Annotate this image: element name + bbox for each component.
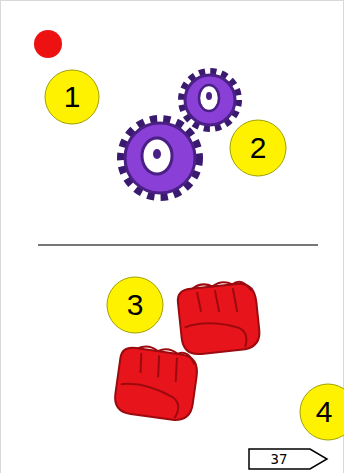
germ-spikes: [182, 72, 238, 128]
fist-creases: [138, 353, 179, 382]
germ-pupil: [206, 92, 212, 100]
callout-circle: 1: [44, 69, 100, 125]
circle-shape: [230, 120, 286, 176]
circle-shape: [45, 70, 99, 124]
fist-knuckles: [192, 279, 251, 296]
germ-body: [125, 123, 195, 193]
fist-thumb: [184, 319, 247, 353]
germ-small: [182, 72, 238, 128]
callout-circle: 2: [229, 119, 287, 177]
fist: [176, 279, 261, 356]
fist-body: [177, 282, 261, 356]
callout-number: 3: [127, 290, 144, 320]
callout-number: 2: [250, 133, 267, 163]
page-tag: 37: [248, 448, 328, 470]
callout-number: 4: [316, 397, 333, 427]
tag-shape: [249, 449, 327, 469]
fist: [113, 343, 200, 422]
germ-body: [185, 75, 235, 125]
node-outline: [248, 448, 330, 472]
fist-creases: [197, 288, 237, 316]
germ-eye: [142, 138, 172, 174]
fist-thumb: [117, 382, 181, 418]
text-holder: 3: [106, 276, 164, 334]
page-number: 37: [271, 452, 288, 466]
text-holder: 37: [248, 448, 310, 470]
fist-body: [113, 346, 199, 422]
germ-large: [122, 120, 198, 196]
germ-eye: [199, 85, 219, 111]
callout-circle: 3: [106, 276, 164, 334]
red-dot: [34, 30, 62, 58]
germ-pupil: [153, 149, 161, 159]
text-holder: 2: [229, 119, 287, 177]
circle-shape: [300, 384, 344, 440]
divider-line: [38, 244, 318, 246]
fist-knuckles: [137, 345, 196, 364]
text-holder: 1: [44, 69, 100, 125]
germ-spikes: [122, 120, 198, 196]
circle-shape: [107, 277, 163, 333]
text-holder: 4: [295, 383, 344, 441]
callout-circle: 4: [299, 383, 344, 441]
callout-number: 1: [64, 82, 81, 112]
